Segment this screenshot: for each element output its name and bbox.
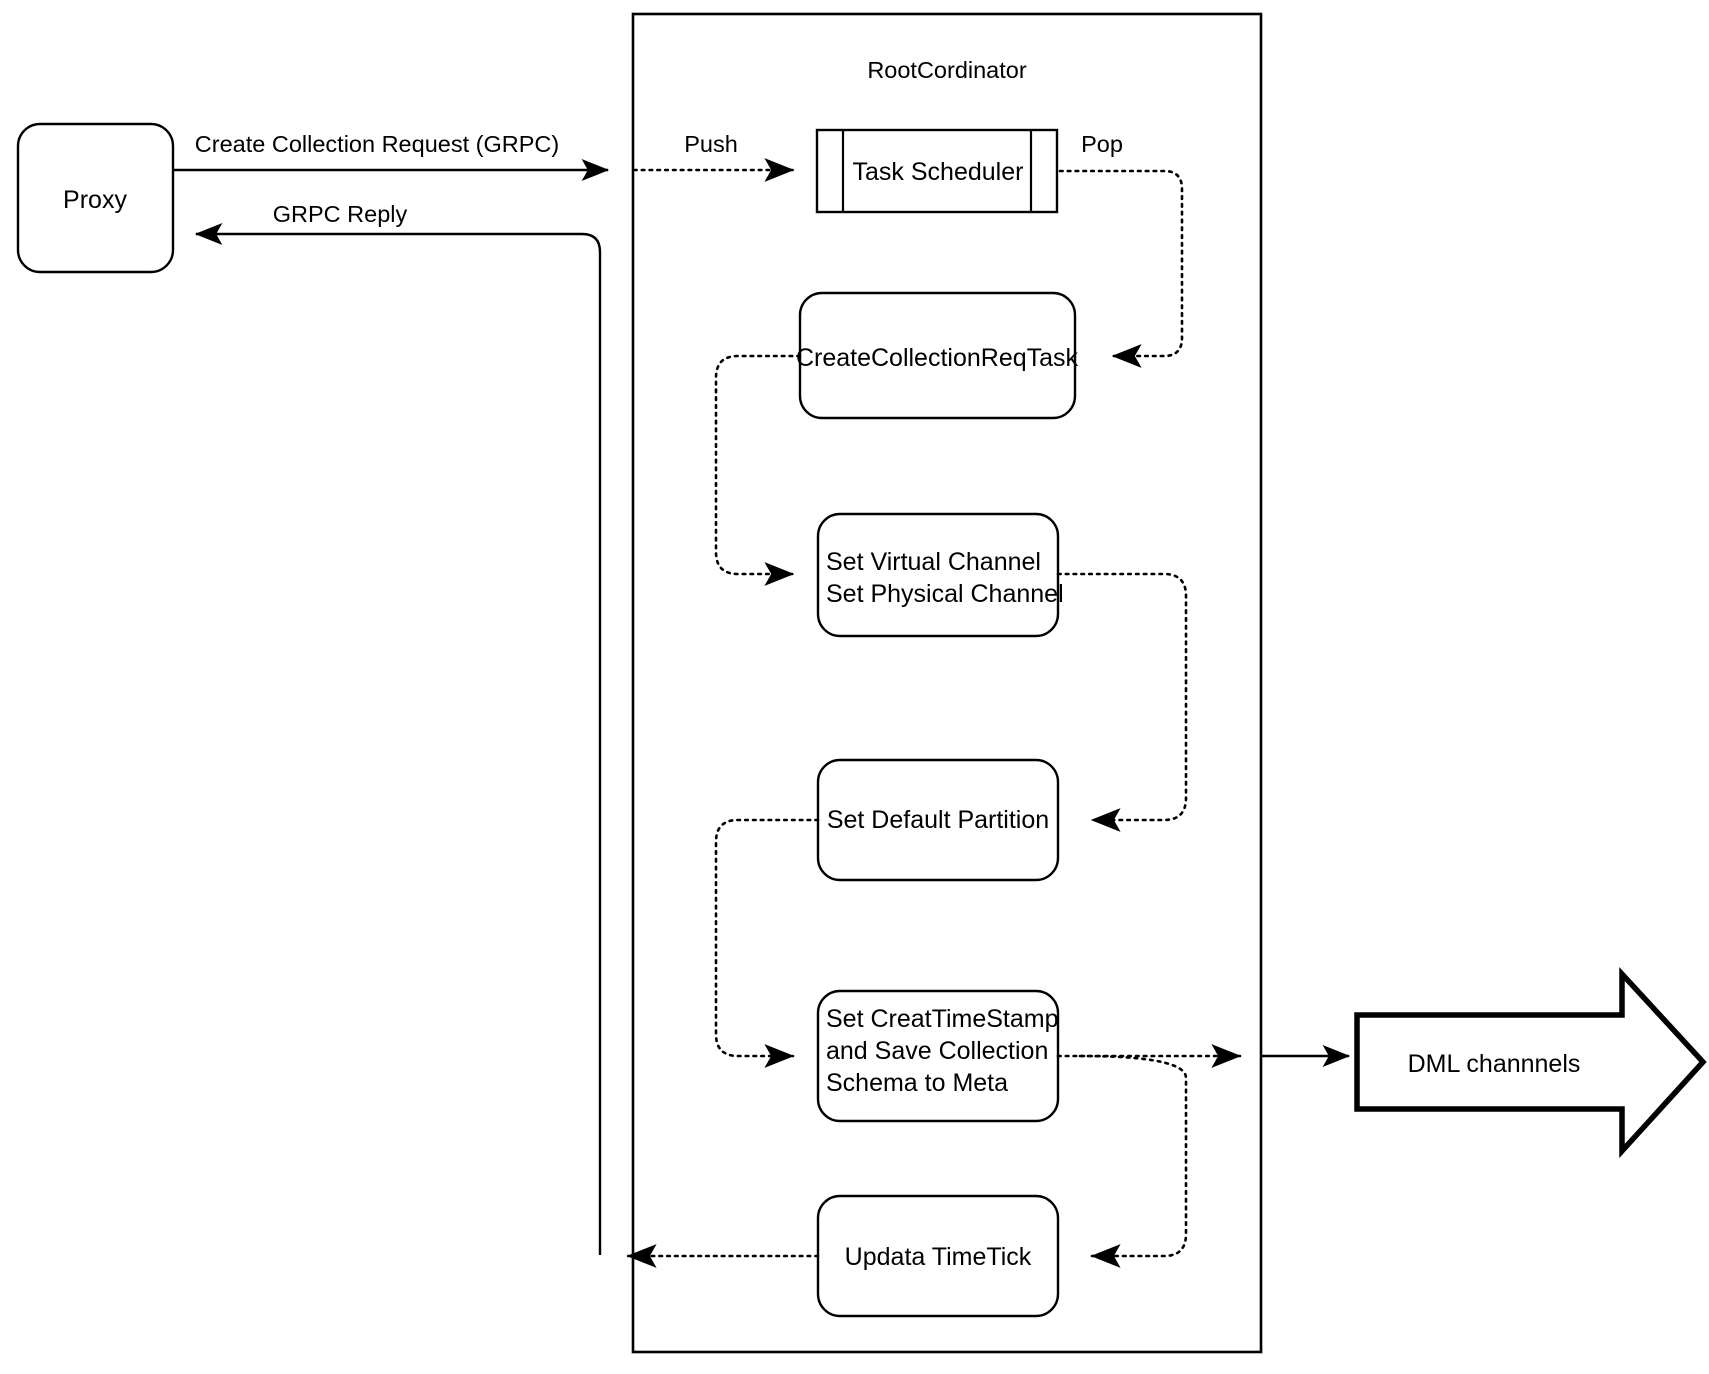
- node-dml-channels[interactable]: DML channnels: [1354, 966, 1707, 1159]
- edge-grpc-reply: GRPC Reply: [194, 201, 602, 1255]
- edge-create-collection-request-label: Create Collection Request (GRPC): [195, 131, 559, 157]
- node-set-channels-line1: Set Virtual Channel: [826, 548, 1041, 576]
- node-task-scheduler[interactable]: Task Scheduler: [815, 128, 1059, 214]
- edge-timestamp-to-timetick: [1078, 1054, 1188, 1268]
- rootcordinator-label: RootCordinator: [867, 57, 1027, 83]
- node-dml-channels-label: DML channnels: [1408, 1050, 1581, 1078]
- edge-push: Push: [632, 131, 795, 182]
- node-task-scheduler-label: Task Scheduler: [853, 158, 1024, 186]
- edge-default-partition-to-timestamp: [714, 818, 820, 1068]
- edge-grpc-reply-label: GRPC Reply: [273, 201, 408, 227]
- edge-pop: Pop: [1058, 131, 1184, 368]
- node-set-channels[interactable]: Set Virtual Channel Set Physical Channel: [816, 512, 1064, 638]
- node-create-collection-req-task-label: CreateCollectionReqTask: [796, 344, 1079, 372]
- edge-task-to-set-channels: [714, 354, 802, 586]
- node-create-collection-req-task[interactable]: CreateCollectionReqTask: [796, 291, 1079, 420]
- node-set-default-partition[interactable]: Set Default Partition: [816, 758, 1060, 882]
- node-set-timestamp-line1: Set CreatTimeStamp: [826, 1005, 1058, 1033]
- node-proxy[interactable]: Proxy: [16, 122, 175, 274]
- node-update-timetick[interactable]: Updata TimeTick: [816, 1194, 1060, 1318]
- rootcordinator-container: RootCordinator: [631, 12, 1263, 1354]
- node-set-timestamp[interactable]: Set CreatTimeStamp and Save Collection S…: [816, 989, 1060, 1123]
- node-set-default-partition-label: Set Default Partition: [827, 806, 1049, 834]
- node-set-timestamp-line2: and Save Collection: [826, 1037, 1048, 1065]
- node-proxy-label: Proxy: [63, 186, 127, 214]
- edge-pop-label: Pop: [1081, 131, 1123, 157]
- node-set-channels-line2: Set Physical Channel: [826, 580, 1064, 608]
- edge-push-label: Push: [684, 131, 738, 157]
- node-set-timestamp-line3: Schema to Meta: [826, 1069, 1008, 1097]
- edge-set-channels-to-default-partition: [1056, 572, 1188, 832]
- node-update-timetick-label: Updata TimeTick: [845, 1243, 1032, 1271]
- edge-create-collection-request: Create Collection Request (GRPC): [173, 131, 610, 182]
